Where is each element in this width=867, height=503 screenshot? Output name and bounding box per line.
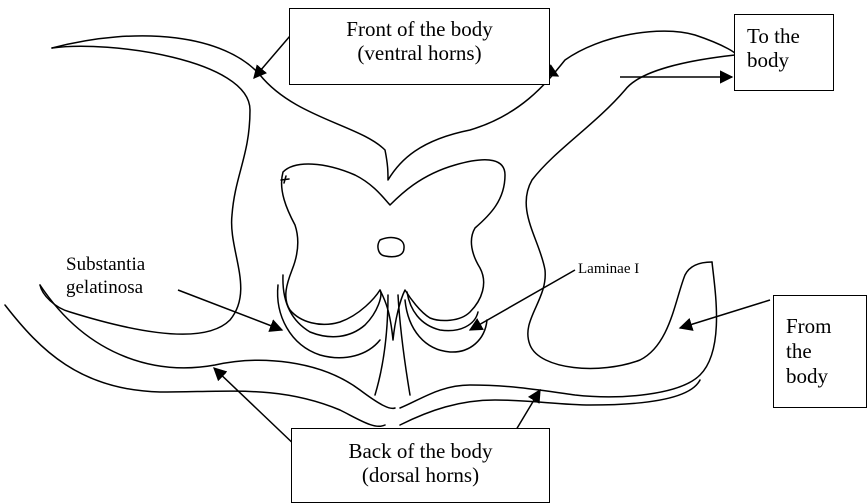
dorsal-median-septum (375, 295, 410, 395)
outer-outline-right-lower (400, 262, 717, 408)
outer-outline-right (526, 55, 735, 368)
from-body-label-line-2: the (786, 339, 866, 364)
outer-outline-bottom (40, 285, 395, 408)
back-of-body-label-box: Back of the body (dorsal horns) (291, 428, 550, 503)
from-body-label-line-3: body (786, 364, 866, 389)
substantia-gelatinosa-label: Substantia gelatinosa (66, 253, 145, 299)
outer-outline-left-lower (5, 305, 385, 426)
to-body-label-line-2: body (747, 48, 833, 72)
from-the-body-label-box: From the body (773, 295, 867, 408)
front-label-line-1: Front of the body (290, 17, 549, 41)
front-left-arrow (254, 36, 290, 78)
central-canal (378, 238, 404, 257)
back-label-line-2: (dorsal horns) (292, 463, 549, 487)
substantia-arrow (178, 290, 282, 330)
laminae-label: Laminae I (578, 260, 639, 278)
substantia-label-line-1: Substantia (66, 253, 145, 276)
front-of-body-label-box: Front of the body (ventral horns) (289, 8, 550, 85)
left-dorsal-horn-outer (278, 285, 380, 358)
back-left-arrow (214, 368, 300, 450)
from-body-arrow (680, 300, 770, 328)
substantia-label-line-2: gelatinosa (66, 276, 145, 299)
laminae-arrow (470, 270, 575, 330)
right-dorsal-horn-curve (407, 292, 478, 331)
front-label-line-2: (ventral horns) (290, 41, 549, 65)
to-body-label-line-1: To the (747, 24, 833, 48)
outer-outline-right-lower-inner (400, 380, 700, 425)
from-body-label-line-1: From (786, 314, 866, 339)
grey-matter-outline (282, 160, 505, 340)
laminae-label-text: Laminae I (578, 261, 639, 277)
back-label-line-1: Back of the body (292, 439, 549, 463)
to-the-body-label-box: To the body (734, 14, 834, 91)
